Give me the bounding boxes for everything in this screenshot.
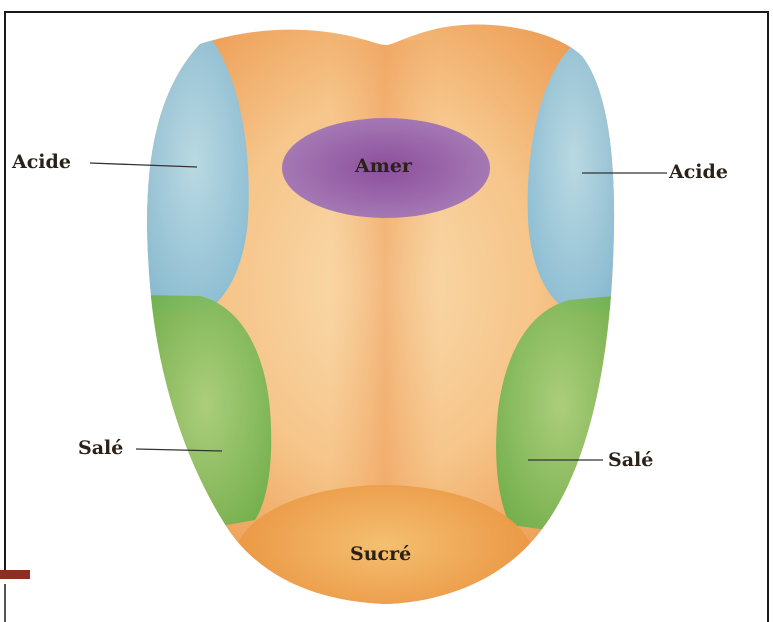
label-sucre: Sucré <box>350 545 411 564</box>
label-acide-right: Acide <box>669 163 728 182</box>
tongue-midline <box>330 40 440 520</box>
label-sale-right: Salé <box>608 451 653 470</box>
label-acide-left: Acide <box>12 153 71 172</box>
label-sale-left: Salé <box>78 439 123 458</box>
label-amer: Amer <box>355 157 412 176</box>
